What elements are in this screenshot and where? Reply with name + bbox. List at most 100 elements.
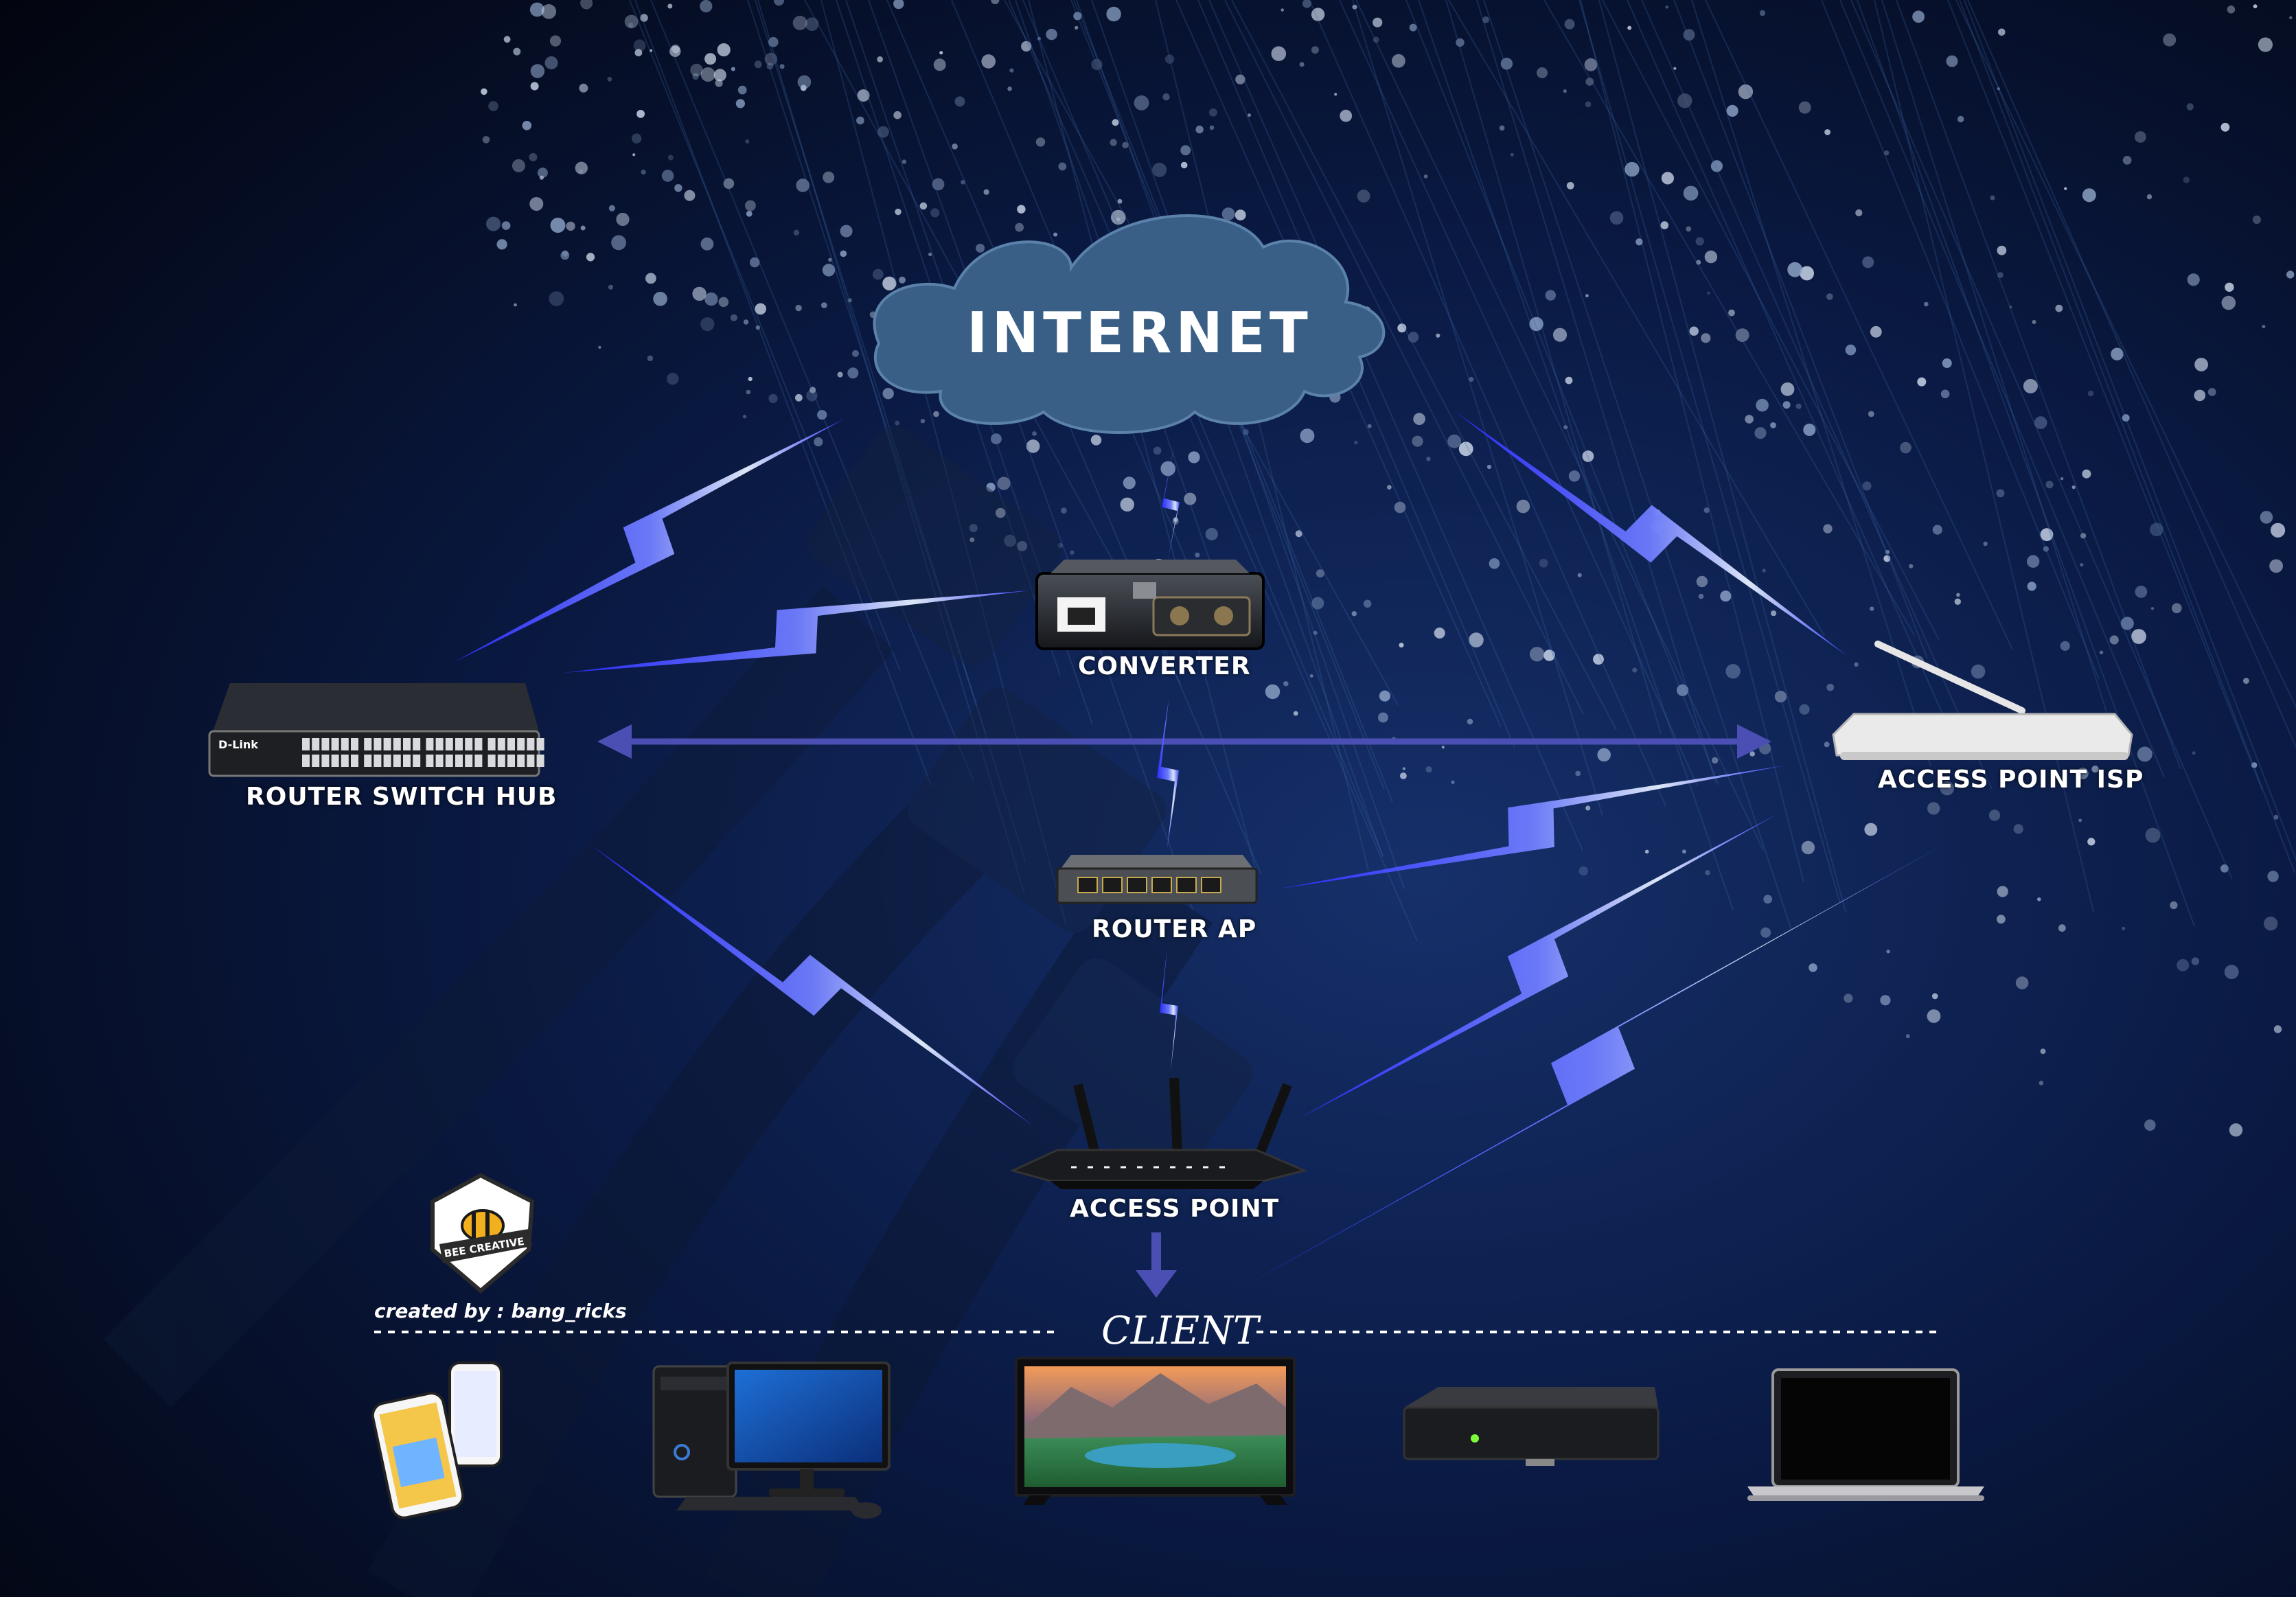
fiber-dot <box>1510 152 1514 157</box>
fiber-dot <box>2091 766 2099 773</box>
fiber-dot <box>1378 712 1388 723</box>
fiber-dot <box>2191 957 2200 965</box>
fiber-dot <box>1883 555 1891 562</box>
fiber-dot <box>1912 10 1925 23</box>
fiber-dot <box>1998 28 2006 36</box>
fiber-dot <box>1770 422 1776 428</box>
fiber-dot <box>579 83 588 93</box>
fiber-dot <box>562 250 569 257</box>
fiber-dot <box>667 3 673 9</box>
fiber-dot <box>1265 684 1281 700</box>
fiber-dot <box>2037 897 2041 901</box>
fiber-dot <box>737 85 747 95</box>
fiber-dot <box>1357 189 1370 203</box>
router-switch-hub-label: ROUTER SWITCH HUB <box>246 783 558 811</box>
fiber-dot <box>2060 641 2070 651</box>
switch-port <box>465 755 473 767</box>
fiber-dot <box>837 371 843 378</box>
fiber-dot <box>1661 172 1674 185</box>
fiber-dot <box>1221 207 1235 220</box>
fiber-dot <box>616 212 630 227</box>
fiber-dot <box>1756 398 1769 412</box>
fiber-dot <box>748 376 753 382</box>
fiber-dot <box>539 175 544 180</box>
fiber-dot <box>1703 507 1710 514</box>
fiber-dot <box>1725 664 1741 679</box>
fiber-dot <box>2187 273 2200 286</box>
bolt-converter-switch <box>563 590 1030 673</box>
fiber-strand <box>629 0 901 671</box>
fiber-dot <box>1749 751 1755 757</box>
switch-port <box>517 738 525 750</box>
fiber-dot <box>2227 5 2236 14</box>
switch-port <box>351 738 358 750</box>
fiber-dot <box>1162 93 1170 101</box>
fiber-strand <box>1448 0 1825 636</box>
fiber-dot <box>893 0 904 10</box>
fiber-dot <box>1354 440 1358 445</box>
switch-port <box>455 738 463 750</box>
fiber-dot <box>1469 376 1474 382</box>
fiber-strand <box>1850 0 2233 880</box>
fiber-dot <box>715 79 723 87</box>
fiber-dot <box>821 302 827 308</box>
router-ap-device <box>1056 855 1258 904</box>
fiber-dot <box>743 319 749 325</box>
fiber-dot <box>2071 485 2076 490</box>
fiber-dot <box>1568 470 1581 482</box>
fiber-dot <box>1180 161 1188 169</box>
fiber-dot <box>1799 704 1810 715</box>
fiber-dot <box>1489 558 1500 569</box>
fiber-dot <box>969 537 975 542</box>
router-ap-port <box>1077 877 1098 893</box>
fiber-dot <box>1578 866 1588 876</box>
internet-label: INTERNET <box>967 301 1312 366</box>
fiber-dot <box>1800 266 1815 281</box>
switch-port <box>403 755 411 767</box>
fiber-dot <box>1281 8 1284 12</box>
fiber-dot <box>773 0 785 6</box>
fiber-dot <box>1677 684 1689 696</box>
switch-port <box>374 738 382 750</box>
fiber-dot <box>1209 125 1215 130</box>
fiber-dot <box>1009 68 1014 73</box>
fiber-dot <box>1482 16 1489 23</box>
fiber-dot <box>482 136 490 143</box>
fiber-dot <box>2221 295 2236 310</box>
fiber-dot <box>640 14 648 22</box>
fiber-dot <box>1823 524 1833 533</box>
fiber-dot <box>1160 461 1175 476</box>
fiber-dot <box>537 168 548 179</box>
fiber-strand <box>1231 0 1617 731</box>
television-icon <box>1015 1357 1296 1505</box>
fiber-strand <box>868 0 1193 910</box>
fiber-dot <box>1180 145 1191 156</box>
fiber-strand <box>1445 0 1662 735</box>
fiber-dot <box>920 419 926 424</box>
fiber-dot <box>1299 62 1305 67</box>
fiber-dot <box>1855 209 1863 217</box>
fiber-dot <box>723 178 735 189</box>
fiber-dot <box>1441 746 1445 749</box>
fiber-dot <box>1117 198 1123 204</box>
fiber-dot <box>674 184 682 192</box>
fiber-dot <box>2013 824 2023 834</box>
fiber-dot <box>823 171 835 183</box>
fiber-strand <box>1839 0 2165 778</box>
router-ap-port <box>1176 877 1197 893</box>
fiber-dot <box>1563 89 1567 93</box>
fiber-dot <box>2064 187 2067 190</box>
fiber-dot <box>1720 590 1732 602</box>
switch-port <box>383 755 391 767</box>
fiber-dot <box>1705 870 1710 875</box>
fiber-strand <box>1857 0 2195 927</box>
fiber-dot <box>822 264 836 277</box>
fiber-dot <box>1585 805 1591 811</box>
fiber-dot <box>1363 599 1372 608</box>
fiber-dot <box>840 250 847 257</box>
fiber-dot <box>1413 413 1425 425</box>
fiber-dot <box>1373 36 1379 43</box>
fiber-dot <box>1545 290 1556 301</box>
fiber-dot <box>1394 501 1406 514</box>
switch-port <box>536 755 544 767</box>
